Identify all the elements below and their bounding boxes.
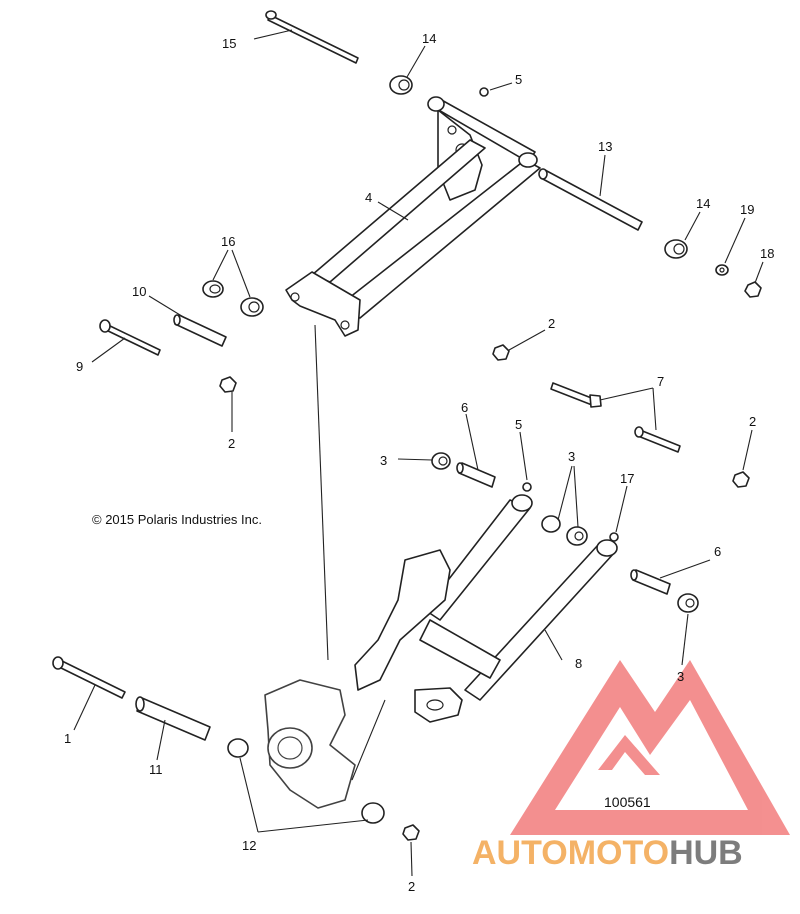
bolt-7b (634, 426, 681, 453)
fitting-5-lower (522, 482, 532, 492)
callout-15: 15 (222, 36, 236, 51)
lower-control-arm (354, 494, 618, 723)
bushing-14-upper (389, 75, 413, 95)
callout-6-right: 6 (714, 544, 721, 559)
callout-7: 7 (657, 374, 664, 389)
bushing-12a (227, 738, 249, 758)
copyright-text: © 2015 Polaris Industries Inc. (92, 512, 262, 527)
callout-18: 18 (760, 246, 774, 261)
fitting-5-upper (479, 87, 489, 97)
bushing-3c (566, 526, 588, 546)
washer-19 (715, 264, 729, 276)
sleeve-6a (456, 462, 496, 488)
callout-2-left: 2 (228, 436, 235, 451)
fitting-17 (609, 532, 619, 542)
bushing-12b (361, 802, 385, 824)
callout-16: 16 (221, 234, 235, 249)
pin-13 (538, 168, 643, 231)
nut-2a (219, 376, 237, 393)
bushing-14-lower (664, 239, 688, 259)
document-number: 100561 (604, 794, 651, 810)
knuckle (264, 679, 356, 809)
watermark-text: AUTOMOTOHUB (472, 834, 743, 872)
callout-2-right: 2 (749, 414, 756, 429)
sleeve-6b (630, 569, 671, 595)
callout-12: 12 (242, 838, 256, 853)
callout-8: 8 (575, 656, 582, 671)
callout-11: 11 (149, 762, 163, 777)
callout-leaders (73, 29, 764, 877)
bushing-3b (541, 515, 561, 533)
bushing-16a (202, 280, 224, 298)
watermark-text-part1: AUTOMOTO (472, 834, 669, 872)
callout-2-bottom: 2 (408, 879, 415, 894)
callout-3-mid: 3 (568, 449, 575, 464)
assembly-line-a (314, 324, 329, 661)
bolt-9 (99, 319, 161, 356)
nut-2d (402, 824, 420, 841)
upper-a-arm (285, 96, 541, 337)
callout-19: 19 (740, 202, 754, 217)
callout-5-lower: 5 (515, 417, 522, 432)
assembly-line-b (351, 699, 386, 781)
nut-2c (732, 471, 750, 488)
bolt-7a (550, 382, 602, 408)
callout-10: 10 (132, 284, 146, 299)
nut-18 (744, 281, 762, 298)
pin-1 (52, 656, 126, 699)
callout-3-right: 3 (677, 669, 684, 684)
callout-14: 14 (422, 31, 436, 46)
sleeve-11 (135, 696, 211, 741)
bushing-3d (677, 593, 699, 613)
callout-5: 5 (515, 72, 522, 87)
bushing-16b (240, 297, 264, 317)
nut-2b (492, 344, 510, 361)
callout-6: 6 (461, 400, 468, 415)
callout-1: 1 (64, 731, 71, 746)
bushing-3a (431, 452, 451, 470)
callout-9: 9 (76, 359, 83, 374)
sleeve-10 (173, 314, 227, 347)
callout-4: 4 (365, 190, 372, 205)
callout-13: 13 (598, 139, 612, 154)
callout-14-lower: 14 (696, 196, 710, 211)
callout-2-mid: 2 (548, 316, 555, 331)
watermark-logo (510, 660, 790, 835)
callout-17: 17 (620, 471, 634, 486)
pin-15 (265, 10, 359, 64)
watermark-text-part2: HUB (669, 834, 743, 872)
callout-3-left: 3 (380, 453, 387, 468)
callout-numbers: 15 14 5 13 4 14 19 18 16 10 9 2 2 7 2 6 … (64, 31, 774, 894)
